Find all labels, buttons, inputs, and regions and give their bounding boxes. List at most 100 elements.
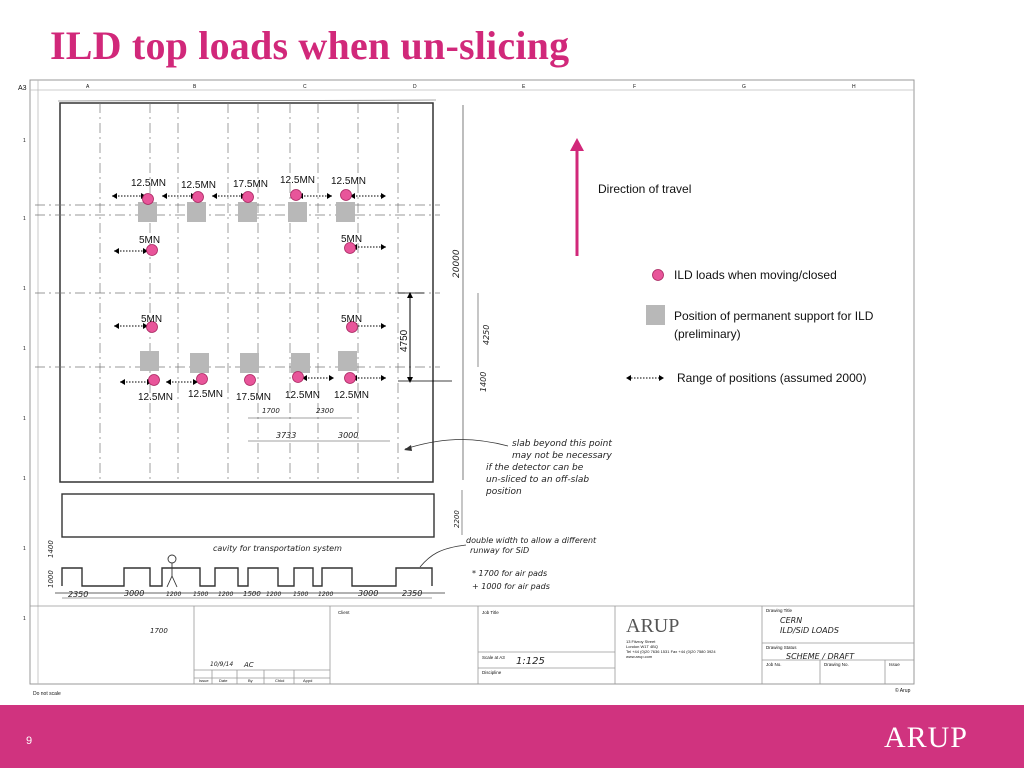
drawing-title-line-2: ILD/SiD LOADS (780, 626, 839, 635)
bottom-dimensions: 2350 3000 1200 1500 1200 1500 1200 1500 … (68, 589, 422, 599)
dimension-2200-label: 2200 (453, 510, 461, 528)
dimension-2300-label: 2300 (316, 407, 334, 415)
legend-support-square (646, 305, 665, 325)
legend-range: Range of positions (assumed 2000) (677, 371, 866, 385)
slab-note-line-1: slab beyond this point (512, 439, 612, 449)
legend-support-line-2: (preliminary) (674, 327, 741, 341)
bottom-dim-6: 1500 (243, 590, 261, 598)
dimension-3000-label: 3000 (338, 431, 358, 440)
arrow-head (352, 375, 386, 381)
revision-date: 10/9/14 (210, 661, 233, 668)
load-dot (344, 372, 356, 384)
company-address: 13 Fitzroy Street London W1T 4BQ Tel +44… (626, 639, 716, 659)
support-group (138, 202, 357, 373)
load-label-top-5: 12.5MN (331, 176, 366, 187)
load-label-top-4: 12.5MN (280, 175, 315, 186)
column-label-a: A (86, 84, 90, 90)
column-label-g: G (742, 84, 746, 90)
load-label-bottom-3: 17.5MN (236, 392, 271, 403)
load-label-bottom-1: 12.5MN (138, 392, 173, 403)
load-label-upper-right: 5MN (341, 234, 362, 245)
support-square (138, 202, 157, 222)
arrow-head (112, 193, 146, 199)
slab-note-line-2: may not be necessary (512, 451, 613, 461)
address-line-3: Tel +44 (0)20 7636 1531 Fax +44 (0)20 75… (626, 649, 716, 654)
address-line-2: London W1T 4BQ (626, 644, 658, 649)
load-dot (192, 191, 204, 203)
page-number: 9 (26, 735, 33, 747)
revision-by: AC (243, 661, 254, 669)
grid-lines (35, 103, 440, 482)
load-labels: 12.5MN 12.5MN 17.5MN 12.5MN 12.5MN 5MN 5… (131, 175, 369, 403)
bottom-dim-11: 2350 (402, 589, 422, 598)
load-label-lower-left: 5MN (141, 314, 162, 325)
row-label-4: 1 (23, 346, 26, 352)
load-label-top-3: 17.5MN (233, 179, 268, 190)
support-square (238, 202, 257, 222)
row-label-8: 1 (23, 616, 26, 622)
column-label-b: B (193, 84, 197, 90)
rev-header-date: Date (219, 678, 228, 683)
client-label: Client (338, 610, 350, 615)
load-dot (146, 244, 158, 256)
bottom-dim-1: 2350 (68, 590, 88, 599)
slab-note-arrowhead (404, 445, 412, 451)
legend-ild-loads: ILD loads when moving/closed (674, 268, 837, 282)
stick-head (167, 554, 177, 564)
load-dot (292, 371, 304, 383)
load-label-lower-right: 5MN (341, 314, 362, 325)
rev-header-issue: Issue (199, 678, 209, 683)
row-label-1: 1 (23, 138, 26, 144)
support-square (336, 202, 355, 222)
scale-label: Scale at A3 (482, 655, 505, 660)
dimension-20000-label: 20000 (452, 249, 462, 278)
support-square (140, 351, 159, 371)
dimension-4750-label: 4750 (399, 329, 410, 352)
title-block-logo: ARUP (626, 615, 679, 637)
column-label-e: E (522, 84, 526, 90)
stick-figure (166, 554, 178, 588)
load-label-bottom-2: 12.5MN (188, 389, 223, 400)
footer-bar: 9 ARUP (0, 705, 1024, 768)
double-width-leader (419, 544, 467, 568)
load-label-bottom-5: 12.5MN (334, 390, 369, 401)
load-dot (196, 373, 208, 385)
row-label-7: 1 (23, 546, 26, 552)
slab-note: slab beyond this point may not be necess… (485, 439, 613, 497)
not-to-scale: Do not scale (33, 691, 61, 697)
bottom-dim-9: 1200 (318, 591, 333, 598)
rev-header-chkd: Chkd (275, 678, 284, 683)
load-dot (244, 374, 256, 386)
dimension-1400-label: 1400 (479, 372, 488, 392)
rev-header-appd: Appd (303, 678, 312, 683)
load-dot (346, 321, 358, 333)
slab-note-line-4: un-sliced to an off-slab (486, 475, 589, 485)
bottom-dim-2: 3000 (124, 589, 144, 598)
drawing-no-label: Drawing No. (824, 662, 849, 667)
arup-logo: ARUP (883, 721, 968, 754)
load-dot (146, 321, 158, 333)
double-width-note-1: double width to allow a different (466, 536, 597, 545)
bottom-dim-10: 3000 (358, 589, 378, 598)
copyright: © Arup (895, 687, 911, 694)
row-label-3: 1 (23, 286, 26, 292)
address-line-1: 13 Fitzroy Street (626, 639, 656, 644)
slab-note-line-5: position (485, 487, 522, 497)
bottom-dim-8: 1500 (293, 591, 308, 598)
air-pads-note-1: * 1700 for air pads (472, 569, 547, 578)
bottom-dim-7: 1200 (266, 591, 281, 598)
job-title-label: Job Title (482, 610, 499, 615)
arrow-head (114, 248, 148, 254)
drawing-status-label: Drawing Status (766, 645, 797, 650)
drawing-title-line-1: CERN (780, 616, 802, 625)
load-dot (148, 374, 160, 386)
bottom-dim-3: 1200 (166, 591, 181, 598)
column-label-d: D (413, 84, 417, 90)
legend-direction-of-travel: Direction of travel (598, 182, 691, 196)
faint-dimension: 1700 (150, 627, 168, 635)
column-label-c: C (303, 84, 307, 90)
legend-support-line-1: Position of permanent support for ILD (674, 309, 874, 323)
load-label-top-2: 12.5MN (181, 180, 216, 191)
range-arrows (112, 195, 386, 383)
stick-leg (166, 575, 173, 588)
